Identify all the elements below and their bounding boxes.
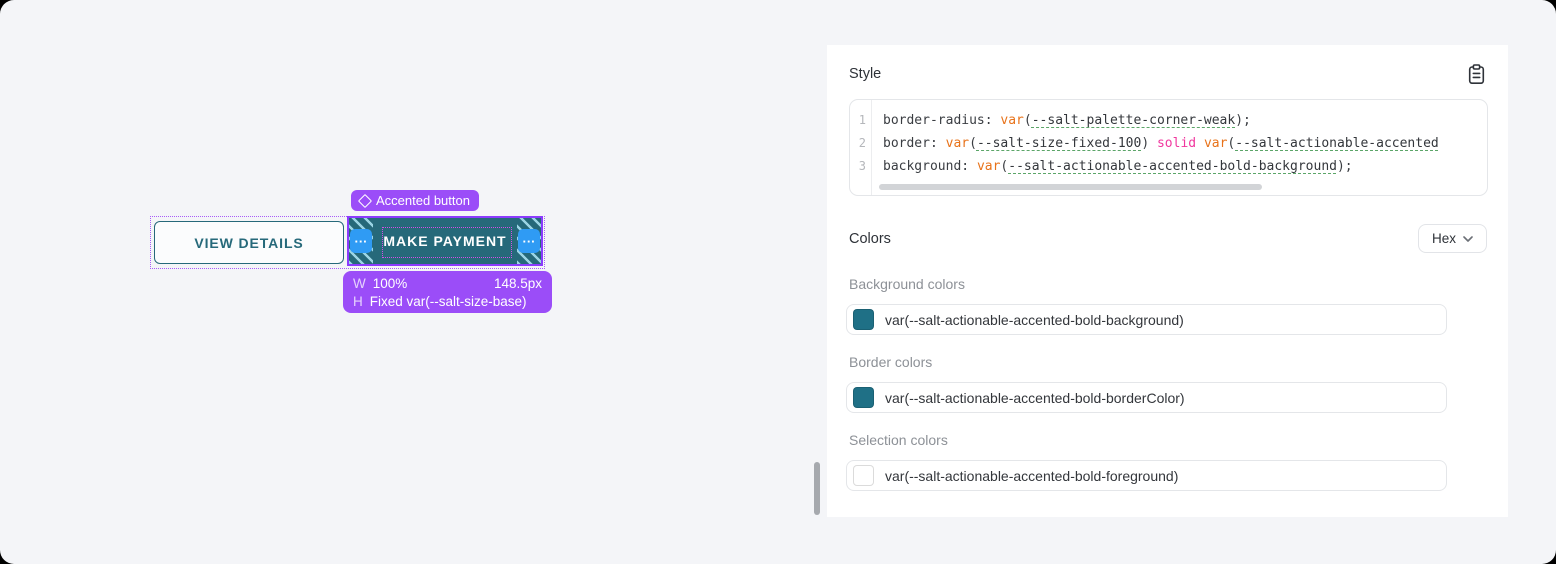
height-measure-row: H Fixed var(--salt-size-base) <box>353 293 542 310</box>
make-payment-label: MAKE PAYMENT <box>383 233 507 249</box>
component-diamond-icon <box>357 193 373 208</box>
height-value: Fixed var(--salt-size-base) <box>369 293 527 309</box>
padding-handle-left[interactable]: ··· <box>350 229 372 253</box>
color-groups: Background colors var(--salt-actionable-a… <box>846 257 1447 491</box>
code-line: background: var(--salt-actionable-accent… <box>883 159 1353 174</box>
color-format-dropdown[interactable]: Hex <box>1418 224 1487 253</box>
color-token-row[interactable]: var(--salt-actionable-accented-bold-fore… <box>846 460 1447 491</box>
code-line-number: 3 <box>858 159 866 173</box>
color-token-row[interactable]: var(--salt-actionable-accented-bold-back… <box>846 304 1447 335</box>
padding-handle-right[interactable]: ··· <box>518 229 540 253</box>
color-token-value: var(--salt-actionable-accented-bold-fore… <box>885 467 1179 484</box>
width-value: 100% <box>372 275 408 291</box>
colors-header: Colors Hex <box>849 224 1487 253</box>
view-details-button[interactable]: VIEW DETAILS <box>154 221 344 264</box>
code-line: border: var(--salt-size-fixed-100) solid… <box>883 136 1439 151</box>
code-gutter: 1 2 3 <box>850 100 872 195</box>
make-payment-selection-box <box>347 216 543 266</box>
make-payment-button[interactable]: MAKE PAYMENT <box>349 218 541 264</box>
code-horizontal-scrollbar[interactable] <box>879 184 1262 190</box>
style-code-block[interactable]: 1 2 3 border-radius: var(--salt-palette-co… <box>849 99 1488 196</box>
code-line-number: 1 <box>858 113 866 127</box>
code-line-number: 2 <box>858 136 866 150</box>
code-content: border-radius: var(--salt-palette-corner… <box>873 100 1487 195</box>
color-group-label: Background colors <box>849 276 965 292</box>
view-details-label: VIEW DETAILS <box>194 234 304 251</box>
component-badge[interactable]: Accented button <box>351 190 479 211</box>
color-swatch[interactable] <box>853 465 874 486</box>
width-measure-row: W 100% 148.5px <box>353 275 542 292</box>
component-badge-label: Accented button <box>376 193 470 208</box>
color-token-row[interactable]: var(--salt-actionable-accented-bold-bord… <box>846 382 1447 413</box>
size-measurement-tooltip: W 100% 148.5px H Fixed var(--salt-size-b… <box>343 271 552 313</box>
style-header: Style <box>849 63 1486 85</box>
color-format-value: Hex <box>1431 231 1456 246</box>
color-group-label: Border colors <box>849 354 933 370</box>
panel-scrollbar-thumb[interactable] <box>814 462 820 515</box>
clipboard-icon <box>1468 63 1484 84</box>
style-section-title: Style <box>849 66 882 82</box>
chevron-down-icon <box>1463 235 1473 242</box>
width-pixels: 148.5px <box>493 275 542 291</box>
colors-section-title: Colors <box>849 230 891 247</box>
height-prefix: H <box>353 293 363 309</box>
color-group-label: Selection colors <box>849 432 948 448</box>
width-prefix: W <box>353 275 366 291</box>
color-token-value: var(--salt-actionable-accented-bold-bord… <box>885 389 1185 406</box>
code-line: border-radius: var(--salt-palette-corner… <box>883 113 1251 128</box>
color-token-value: var(--salt-actionable-accented-bold-back… <box>885 311 1184 328</box>
color-swatch[interactable] <box>853 309 874 330</box>
inspect-panel: Style 1 2 3 border-radius: var(--salt-pale… <box>827 45 1508 517</box>
color-swatch[interactable] <box>853 387 874 408</box>
copy-code-button[interactable] <box>1466 63 1486 85</box>
